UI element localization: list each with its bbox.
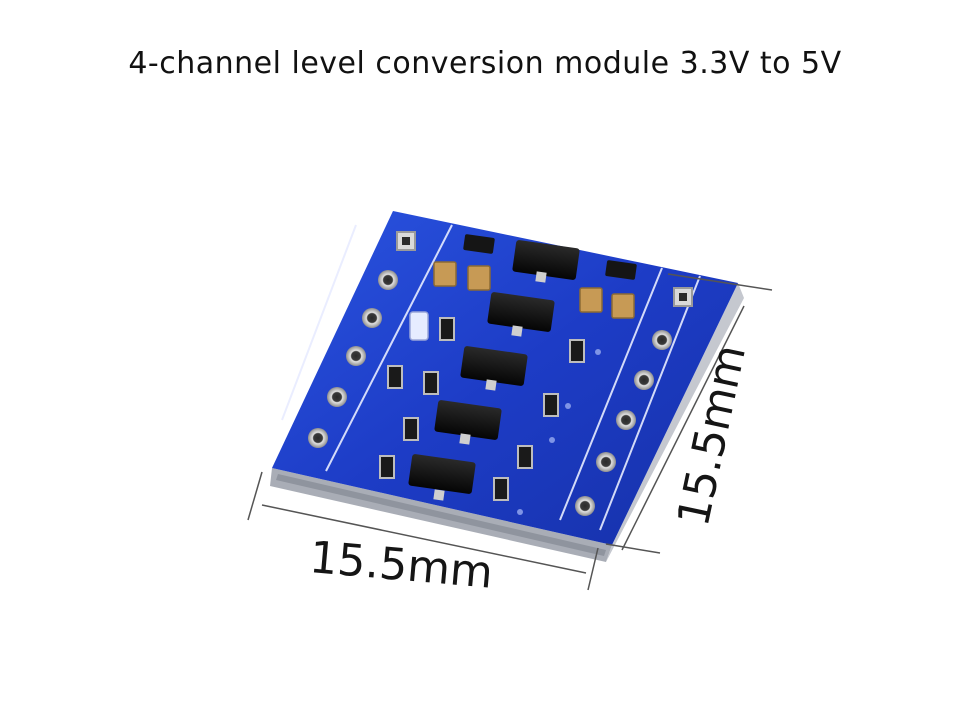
vias bbox=[517, 349, 601, 515]
capacitors bbox=[433, 261, 635, 319]
pcb-edge bbox=[270, 283, 744, 562]
silkscreen-lines bbox=[281, 224, 701, 531]
right-header-pads bbox=[575, 287, 693, 516]
dimension-lines bbox=[247, 273, 773, 591]
led bbox=[409, 311, 429, 341]
mosfet-chips bbox=[408, 240, 580, 501]
left-header-pads bbox=[308, 231, 416, 448]
page-title: 4-channel level conversion module 3.3V t… bbox=[128, 46, 842, 81]
small-ics bbox=[463, 234, 637, 280]
resistors bbox=[379, 317, 585, 501]
